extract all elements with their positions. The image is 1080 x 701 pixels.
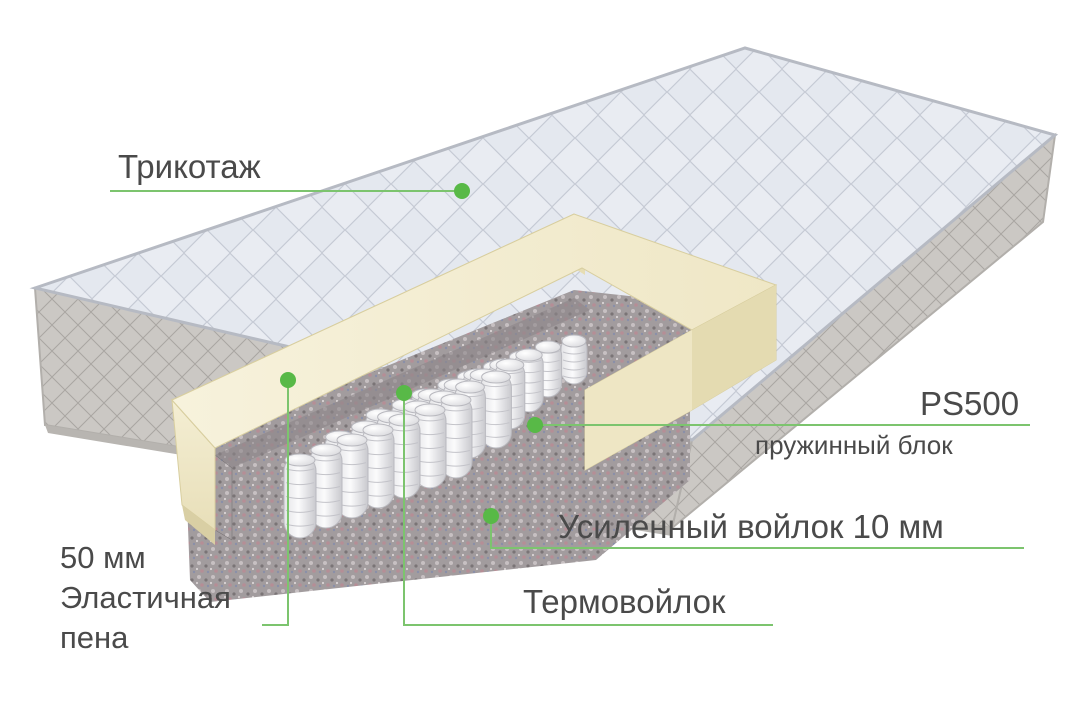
spring-coil: [413, 403, 447, 489]
label-elastic-foam-name-cont: пена: [60, 620, 129, 655]
leader-lines: [110, 190, 1030, 626]
spring-coil: [309, 443, 343, 529]
spring-coil: [560, 334, 588, 385]
label-ps500-subtitle: пружинный блок: [755, 430, 953, 460]
label-ps500-title: PS500: [920, 385, 1020, 422]
marker-dots: [280, 183, 543, 524]
leader-termovoylok: [403, 393, 773, 626]
label-elastic-foam-thickness: 50 мм: [60, 540, 146, 575]
marker-dot-ps500: [527, 417, 543, 433]
label-elastic-foam: 50 мм Эластичная пена: [60, 538, 231, 658]
leader-pena: [262, 380, 289, 626]
spring-coil: [283, 453, 317, 539]
spring-coil: [361, 423, 395, 509]
label-termovoylok: Термовойлок: [523, 583, 726, 620]
marker-dot-pena: [280, 372, 296, 388]
label-usilenny-voylok: Усиленный войлок 10 мм: [558, 508, 944, 545]
leader-usilenny: [490, 516, 1024, 549]
spring-block: [283, 334, 588, 539]
foam-layer: [171, 213, 778, 545]
label-trikotazh: Трикотаж: [118, 148, 261, 185]
spring-coil: [335, 433, 369, 519]
label-elastic-foam-name: Эластичная: [60, 580, 231, 615]
marker-dot-trikotazh: [454, 183, 470, 199]
marker-dot-termovoylok: [396, 385, 412, 401]
marker-dot-usilenny: [483, 508, 499, 524]
